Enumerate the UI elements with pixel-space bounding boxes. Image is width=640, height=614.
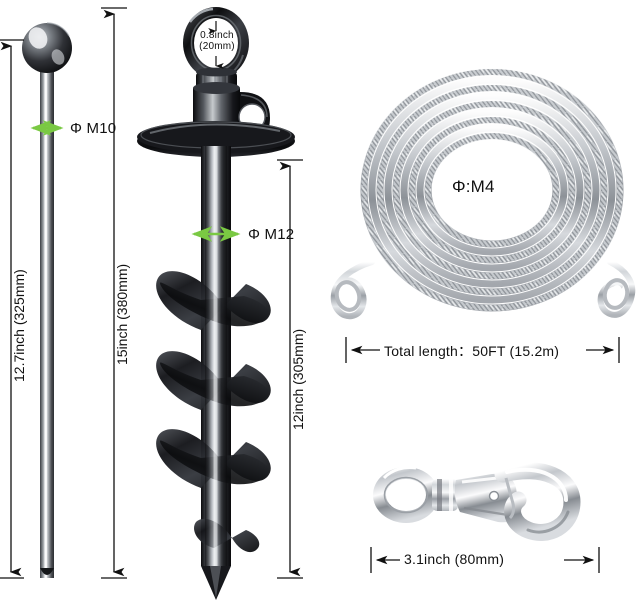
eye-ring-size-label-line2: (20mm): [199, 41, 235, 52]
cable-diameter-label: Φ:M4: [452, 177, 495, 196]
hook-length-label: 3.1inch (80mm): [404, 551, 505, 567]
stake-length-label: 12.7inch (325mm): [11, 269, 27, 382]
stake-graphic: [22, 22, 72, 578]
auger-total-length-label: 15inch (380mm): [114, 263, 130, 365]
dim-stake-length: [0, 39, 24, 579]
auger-graphic: [137, 7, 295, 600]
stake-diameter-label: Φ M10: [70, 120, 117, 137]
dim-cable-length: [345, 337, 620, 363]
cable-length-label: Total length：50FT (15.2m): [384, 343, 560, 359]
auger-screw-length-label: 12inch (305mm): [290, 328, 306, 430]
dim-auger-screw-length: [277, 159, 303, 579]
eye-ring-size-label-line1: 0.8inch: [200, 30, 234, 41]
auger-shaft-diameter-label: Φ M12: [248, 226, 295, 243]
cable-thimble-right: [597, 259, 636, 318]
cable-thimble-left: [330, 259, 375, 320]
cable-coil-graphic: [330, 68, 636, 320]
dim-hook-length: [370, 547, 600, 573]
snap-hook-graphic: [373, 462, 581, 541]
dim-auger-total-length: [101, 7, 127, 579]
anchor-disc-plate: [137, 121, 295, 157]
